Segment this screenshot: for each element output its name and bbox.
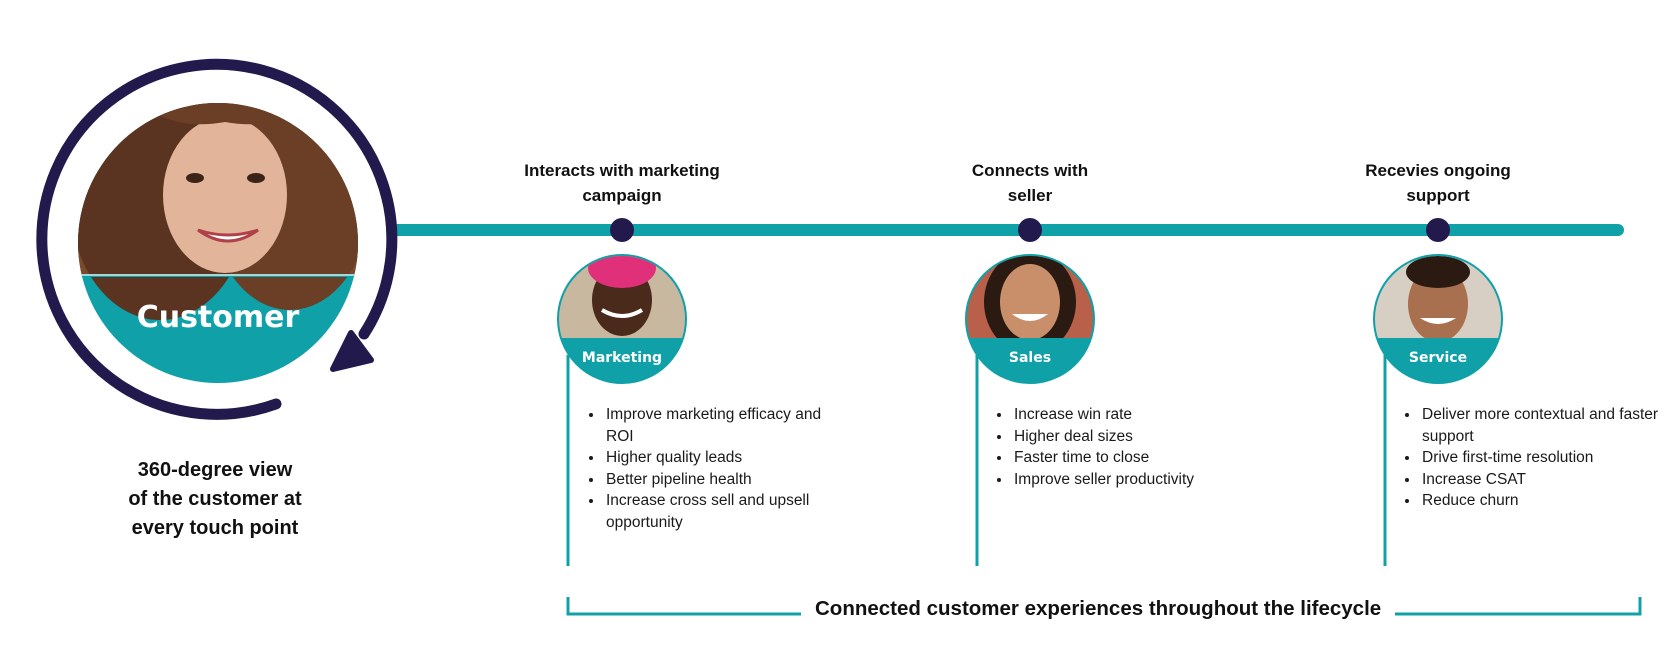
stage-title-line: Recevies ongoing xyxy=(1365,161,1511,180)
lifecycle-caption: Connected customer experiences throughou… xyxy=(801,597,1396,621)
stage-title-marketing: Interacts with marketing campaign xyxy=(492,158,752,208)
avatar-label-sales: Sales xyxy=(1009,350,1051,366)
customer-photo-icon xyxy=(78,103,358,320)
bullet-item: Better pipeline health xyxy=(604,469,829,491)
avatar-marketing: Marketing xyxy=(557,254,687,384)
stage-title-service: Recevies ongoing support xyxy=(1308,158,1568,208)
avatar-label-marketing: Marketing xyxy=(582,350,662,366)
bullet-item: Reduce churn xyxy=(1420,490,1660,512)
bullet-item: Higher deal sizes xyxy=(1012,426,1252,448)
avatar-service: Service xyxy=(1373,254,1503,384)
customer-caption-line: every touch point xyxy=(131,517,299,539)
customer-caption: 360-degree view of the customer at every… xyxy=(85,456,345,543)
stage-title-line: campaign xyxy=(582,186,662,205)
customer-avatar xyxy=(78,103,358,383)
bullet-item: Improve marketing efficacy and ROI xyxy=(604,404,829,447)
bullet-item: Improve seller productivity xyxy=(1012,469,1252,491)
bullet-list-service: Deliver more contextual and faster suppo… xyxy=(1400,404,1660,512)
avatar-label-service: Service xyxy=(1409,350,1467,366)
bullet-item: Faster time to close xyxy=(1012,447,1252,469)
bullet-item: Increase cross sell and upsell opportuni… xyxy=(604,490,829,533)
stage-title-line: seller xyxy=(1007,186,1053,205)
bullet-item: Increase win rate xyxy=(1012,404,1252,426)
bullet-list-marketing: Improve marketing efficacy and ROI Highe… xyxy=(584,404,829,533)
stage-title-line: Interacts with marketing xyxy=(524,161,720,180)
bullet-item: Increase CSAT xyxy=(1420,469,1660,491)
bullet-item: Drive first-time resolution xyxy=(1420,447,1660,469)
stage-title-line: support xyxy=(1406,186,1470,205)
bullet-item: Deliver more contextual and faster suppo… xyxy=(1420,404,1660,447)
stage-dot-sales xyxy=(1018,218,1042,242)
stage-title-sales: Connects with seller xyxy=(900,158,1160,208)
bullet-list-sales: Increase win rate Higher deal sizes Fast… xyxy=(992,404,1252,490)
customer-label: Customer xyxy=(137,300,300,335)
cycle-arrow-icon xyxy=(36,58,398,420)
customer-caption-line: of the customer at xyxy=(128,488,302,510)
avatar-sales: Sales xyxy=(965,254,1095,384)
stage-dot-service xyxy=(1426,218,1450,242)
stage-dot-marketing xyxy=(610,218,634,242)
customer-caption-line: 360-degree view xyxy=(137,459,293,481)
stage-title-line: Connects with xyxy=(971,161,1089,180)
bullet-item: Higher quality leads xyxy=(604,447,829,469)
